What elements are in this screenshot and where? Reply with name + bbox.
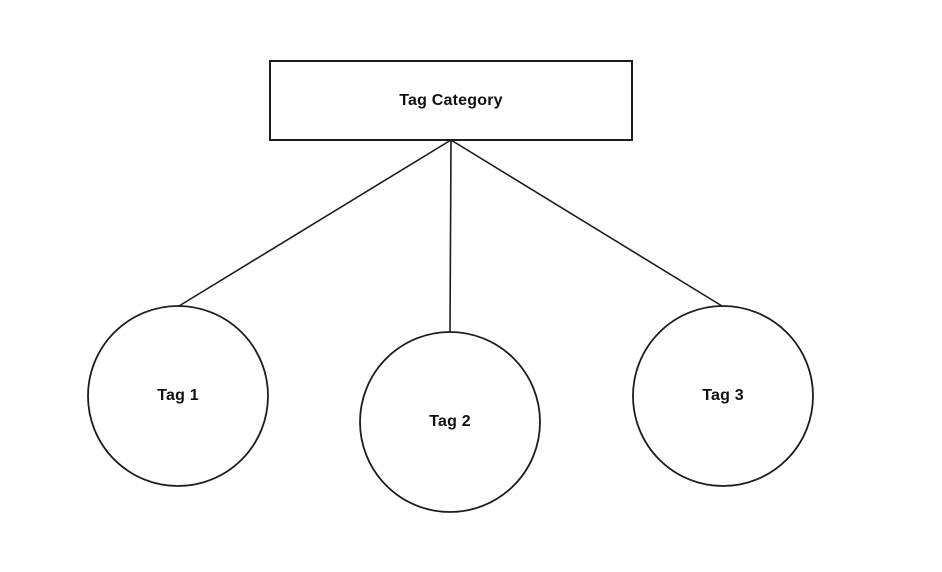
tag2-node-label: Tag 2 [429, 413, 471, 430]
tag3-node-label: Tag 3 [702, 387, 744, 404]
tag3-node-circle [632, 305, 814, 487]
tag1-node-circle [87, 305, 269, 487]
edge-root-to-tag3 [450, 139, 723, 307]
root-node-rectangle [269, 60, 633, 141]
tag1-node-label: Tag 1 [157, 387, 199, 404]
root-node-label: Tag Category [399, 92, 503, 109]
edge-root-to-tag2 [449, 139, 452, 334]
edge-root-to-tag1 [178, 139, 452, 307]
tag2-node-circle [359, 331, 541, 513]
